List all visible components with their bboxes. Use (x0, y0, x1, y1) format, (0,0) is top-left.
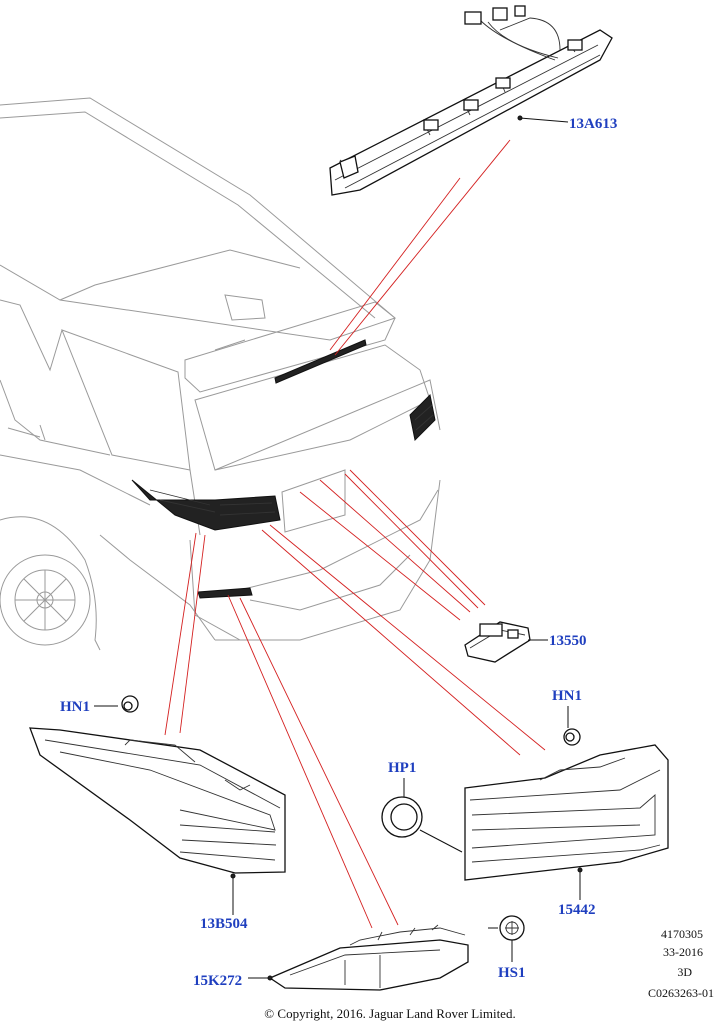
meta-view-type: 3D (677, 965, 692, 979)
leader-13A613 (519, 117, 569, 123)
part-15442-right-lamp (464, 744, 669, 881)
screw-HS1 (499, 915, 525, 941)
label-15K272: 15K272 (193, 973, 242, 989)
meta-drawing-number: 4170305 (661, 927, 703, 941)
label-13550: 13550 (549, 633, 587, 649)
label-HS1: HS1 (498, 965, 526, 981)
part-13A613-stop-lamp (329, 5, 613, 196)
part-13550-plate-lamp (464, 621, 531, 663)
label-13B504: 13B504 (200, 916, 248, 932)
grommet-HP1 (381, 796, 423, 838)
meta-date-code: 33-2016 (663, 945, 703, 959)
label-13A613: 13A613 (569, 116, 617, 132)
vehicle-outline (0, 97, 441, 651)
leader-dot-13A613 (517, 115, 523, 121)
label-HN1-right: HN1 (552, 688, 582, 704)
label-15442: 15442 (558, 902, 596, 918)
part-13B504-left-lamp (29, 727, 286, 874)
label-HN1-left: HN1 (60, 699, 90, 715)
nut-HN1-right (563, 728, 581, 746)
callout-lines (164, 139, 546, 929)
label-HP1: HP1 (388, 760, 416, 776)
leader-dot-13B504 (230, 873, 236, 879)
leader-dot-15442 (577, 867, 583, 873)
meta-reference-code: C0263263-01 (648, 986, 714, 1000)
leader-HP1-to-lamp (419, 829, 463, 853)
leader-dot-15K272 (267, 975, 273, 981)
nut-HN1-left (121, 695, 139, 713)
part-15K272-bumper-lamp (268, 924, 469, 991)
copyright-notice: © Copyright, 2016. Jaguar Land Rover Lim… (264, 1006, 515, 1021)
